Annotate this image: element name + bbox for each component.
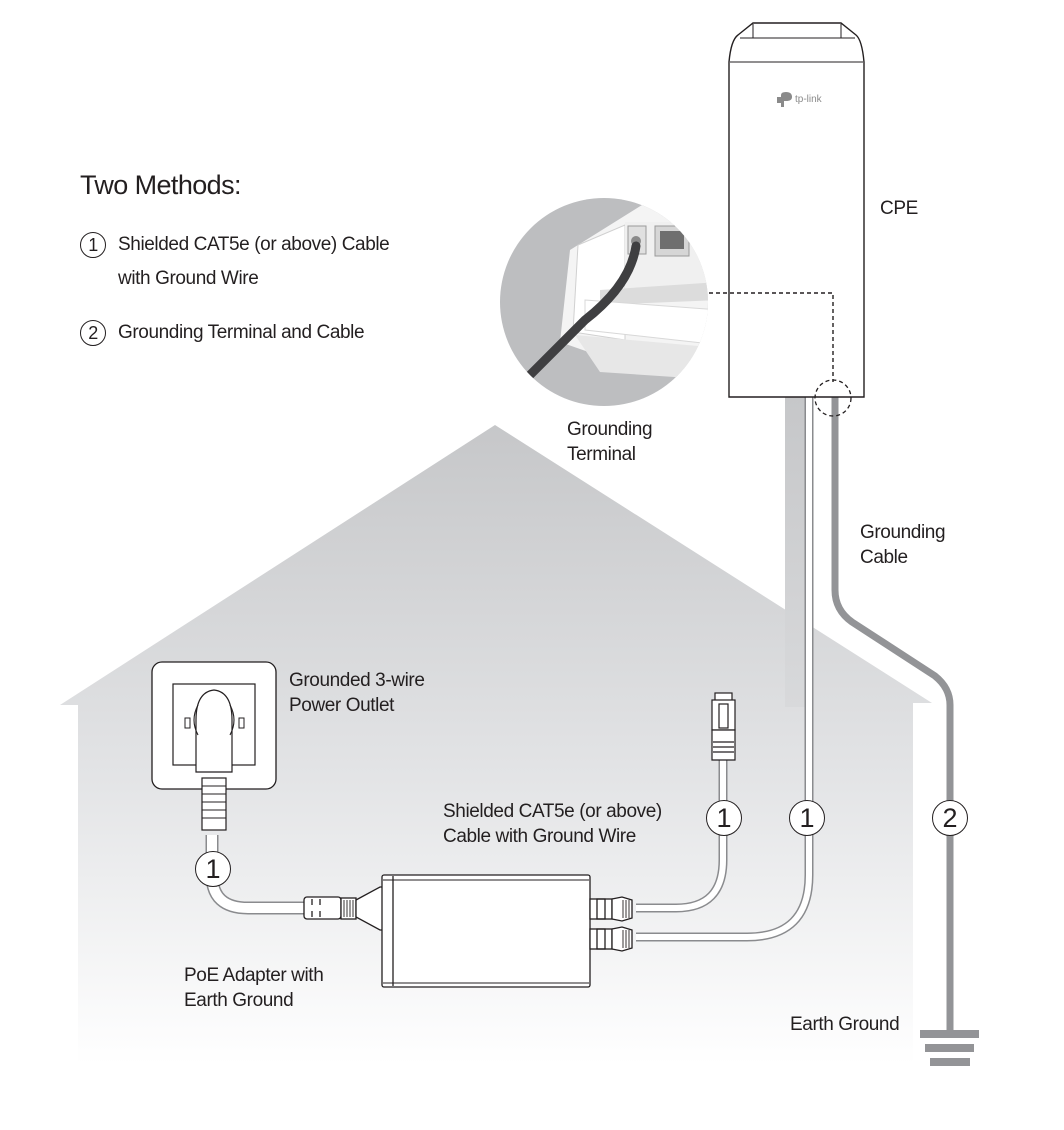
power-outlet bbox=[151, 661, 277, 831]
earth-ground-label: Earth Ground bbox=[790, 1014, 900, 1035]
method-2-line-1: Grounding Terminal and Cable bbox=[118, 322, 365, 343]
grounding-terminal-label: Grounding Terminal bbox=[567, 417, 653, 467]
power-outlet-label-line-2: Power Outlet bbox=[289, 695, 395, 716]
grounding-terminal-detail bbox=[500, 198, 708, 406]
grounding-cable-label: Grounding Cable bbox=[860, 520, 946, 570]
mount-pole bbox=[785, 397, 806, 707]
power-outlet-label-line-1: Grounded 3-wire bbox=[289, 670, 425, 691]
brand-label: tp-link bbox=[795, 94, 822, 105]
shielded-cable-label: Shielded CAT5e (or above) Cable with Gro… bbox=[443, 799, 662, 849]
poe-adapter-label-line-2: Earth Ground bbox=[184, 990, 294, 1011]
method-2-number: 2 bbox=[80, 320, 106, 346]
tp-link-logo-icon bbox=[777, 92, 792, 107]
badge-power-cable: 1 bbox=[195, 851, 231, 887]
grounding-cable-label-line-2: Cable bbox=[860, 547, 908, 568]
grounding-cable bbox=[831, 397, 954, 1030]
badge-ground-cable: 2 bbox=[932, 800, 968, 836]
cpe-device bbox=[728, 22, 865, 398]
detail-leader-line bbox=[709, 292, 834, 382]
method-1-line-2: with Ground Wire bbox=[118, 268, 259, 289]
power-outlet-label: Grounded 3-wire Power Outlet bbox=[289, 668, 425, 718]
badge-lan-cable: 1 bbox=[706, 800, 742, 836]
shielded-cable-label-line-2: Cable with Ground Wire bbox=[443, 826, 636, 847]
poe-adapter-label-line-1: PoE Adapter with bbox=[184, 965, 324, 986]
shielded-cable-label-line-1: Shielded CAT5e (or above) bbox=[443, 801, 662, 822]
rj45-plug-icon bbox=[711, 692, 736, 761]
earth-ground-icon bbox=[920, 1030, 979, 1066]
poe-adapter-label: PoE Adapter with Earth Ground bbox=[184, 963, 324, 1013]
method-1-number: 1 bbox=[80, 232, 106, 258]
poe-adapter bbox=[303, 874, 633, 988]
method-1: 1 Shielded CAT5e (or above) Cable with G… bbox=[80, 228, 390, 296]
page-title: Two Methods: bbox=[80, 170, 241, 200]
cpe-label: CPE bbox=[880, 198, 918, 219]
method-1-line-1: Shielded CAT5e (or above) Cable bbox=[118, 234, 390, 255]
grounding-terminal-highlight bbox=[814, 379, 852, 417]
grounding-terminal-label-line-1: Grounding bbox=[567, 419, 653, 440]
method-2: 2 Grounding Terminal and Cable bbox=[80, 316, 365, 350]
grounding-cable-label-line-1: Grounding bbox=[860, 522, 946, 543]
grounding-terminal-label-line-2: Terminal bbox=[567, 444, 636, 465]
badge-cpe-cable: 1 bbox=[789, 800, 825, 836]
